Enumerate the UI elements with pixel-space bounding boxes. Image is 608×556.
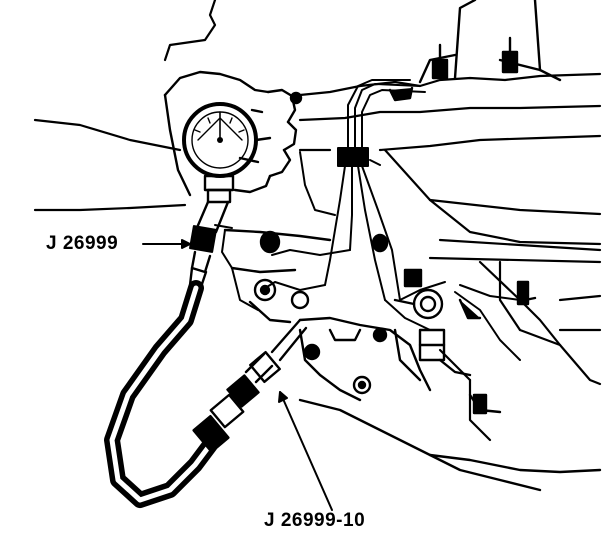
pressure-gauge-icon	[182, 102, 258, 204]
hose-fittings	[192, 318, 308, 453]
valve-cover	[289, 0, 562, 105]
hose-icon	[104, 280, 218, 508]
injection-pump	[223, 228, 602, 492]
callout-leaders	[142, 239, 333, 511]
forearm	[33, 0, 217, 212]
gauge-tool-label: J 26999	[46, 233, 119, 254]
engine-block	[298, 72, 602, 442]
fuel-lines	[261, 79, 521, 361]
hand	[163, 70, 298, 197]
adapter-tool-label: J 26999-10	[264, 510, 366, 531]
